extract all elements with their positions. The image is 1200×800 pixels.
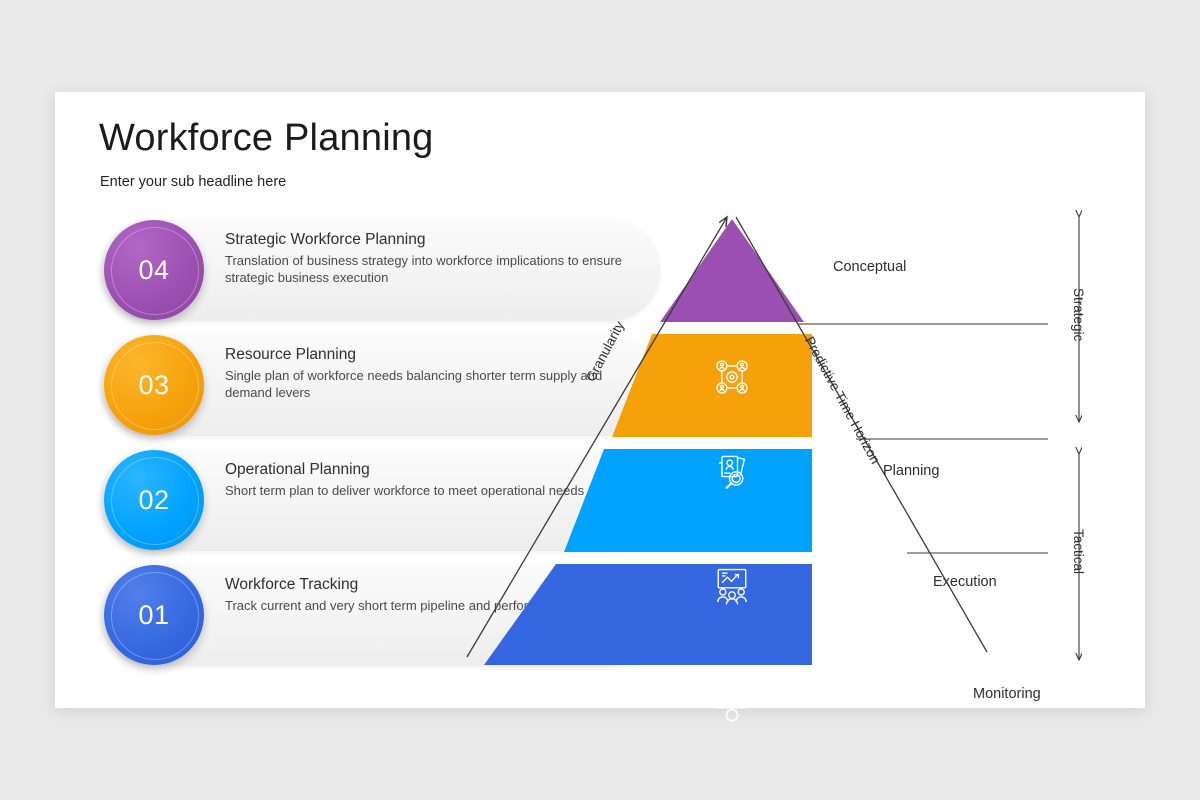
page-subtitle: Enter your sub headline here — [100, 174, 287, 190]
list-item-description: Translation of business strategy into wo… — [225, 253, 622, 285]
slide-canvas: Workforce Planning Enter your sub headli… — [55, 92, 1145, 723]
list-item-text: Workforce Tracking Track current and ver… — [225, 576, 645, 615]
step-badge-01[interactable]: 01 — [104, 565, 204, 665]
time-horizon-axis-arrow — [735, 216, 988, 653]
list-item-text: Resource Planning Single plan of workfor… — [225, 346, 645, 401]
tier-label-conceptual: Conceptual — [833, 259, 907, 275]
list-item-description: Single plan of workforce needs balancing… — [225, 368, 603, 400]
pyramid-tier-execution[interactable] — [564, 449, 812, 552]
list-item[interactable]: 02 Operational Planning Short term plan … — [100, 449, 660, 551]
pyramid-diagram — [466, 92, 1145, 665]
pyramid-tier-planning[interactable] — [612, 334, 812, 437]
list-item-description: Short term plan to deliver workforce to … — [225, 483, 585, 498]
page-title: Workforce Planning — [99, 117, 434, 159]
step-number: 04 — [138, 254, 170, 285]
tier-label-monitoring: Monitoring — [973, 686, 1041, 702]
list-item-title: Workforce Tracking — [225, 576, 359, 593]
list-item-title: Strategic Workforce Planning — [225, 231, 426, 248]
bracket-label-tactical: Tactical — [1071, 529, 1086, 575]
step-number: 02 — [138, 484, 170, 515]
pyramid-tier-conceptual[interactable] — [660, 219, 804, 322]
tier-label-planning: Planning — [883, 463, 940, 479]
presentation-team-icon — [709, 563, 755, 609]
tier-label-execution: Execution — [933, 574, 997, 590]
granularity-axis-arrow — [466, 217, 727, 658]
org-network-icon — [709, 354, 755, 400]
list-item-text: Strategic Workforce Planning Translation… — [225, 231, 645, 286]
step-badge-04[interactable]: 04 — [104, 220, 204, 320]
step-number: 03 — [138, 369, 170, 400]
list-item-title: Operational Planning — [225, 461, 370, 478]
list-item-text: Operational Planning Short term plan to … — [225, 461, 645, 500]
pyramid-tier-monitoring[interactable] — [484, 564, 812, 665]
step-list: 04 Strategic Workforce Planning Translat… — [100, 219, 660, 679]
list-item-title: Resource Planning — [225, 346, 356, 363]
list-item[interactable]: 03 Resource Planning Single plan of work… — [100, 334, 660, 436]
step-number: 01 — [138, 599, 170, 630]
bracket-label-strategic: Strategic — [1071, 288, 1086, 342]
list-item[interactable]: 04 Strategic Workforce Planning Translat… — [100, 219, 660, 321]
step-badge-02[interactable]: 02 — [104, 450, 204, 550]
step-badge-03[interactable]: 03 — [104, 335, 204, 435]
resume-search-icon — [709, 449, 755, 495]
growth-gear-icon — [709, 678, 755, 724]
list-item-description: Track current and very short term pipeli… — [225, 598, 594, 613]
